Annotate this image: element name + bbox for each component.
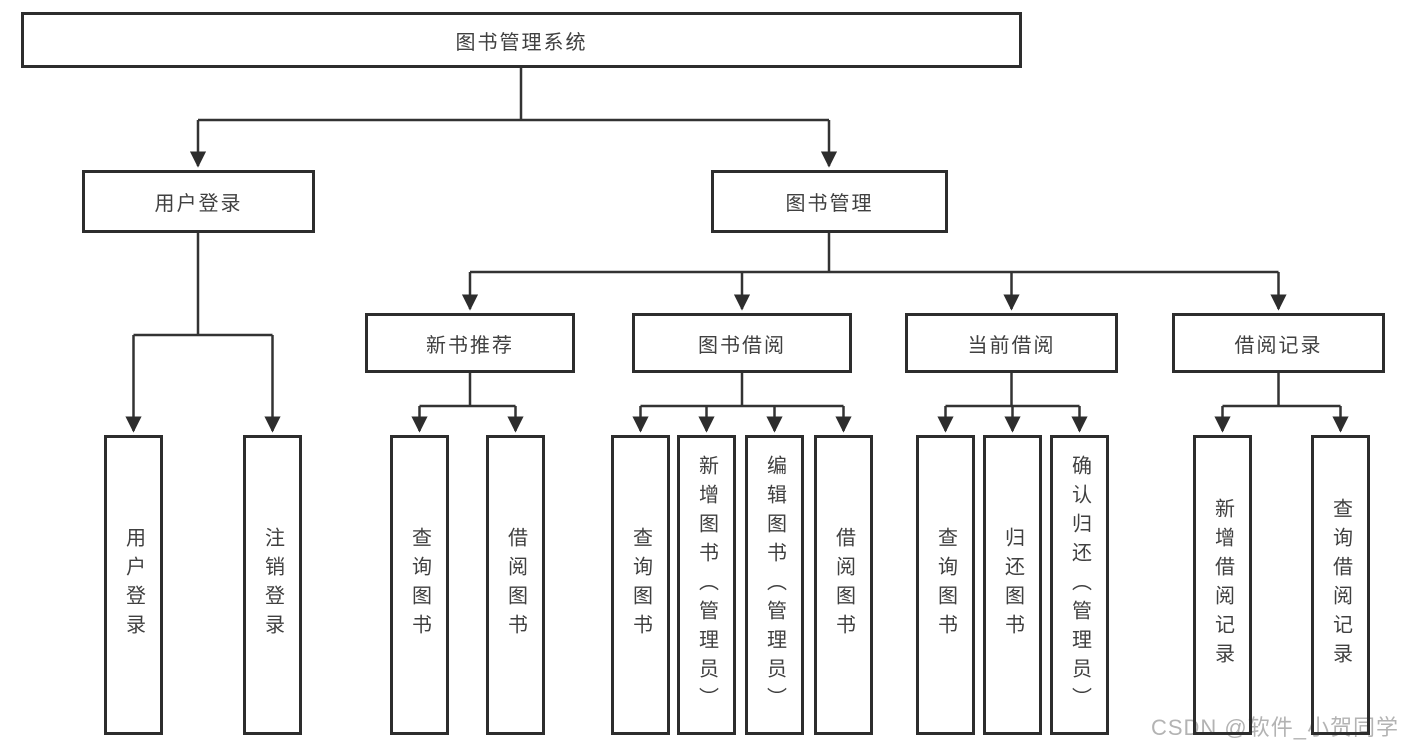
node-current-borrow: 当前借阅 xyxy=(905,313,1118,373)
leaf-return-books: 归还图书 xyxy=(983,435,1042,735)
node-borrow-records: 借阅记录 xyxy=(1172,313,1385,373)
node-new-book-recommend: 新书推荐 xyxy=(365,313,575,373)
leaf-user-login: 用户登录 xyxy=(104,435,163,735)
leaf-add-borrow-record: 新增借阅记录 xyxy=(1193,435,1252,735)
leaf-query-books-current: 查询图书 xyxy=(916,435,975,735)
csdn-watermark: CSDN @软件_小贺同学 xyxy=(1150,715,1399,740)
node-book-management: 图书管理 xyxy=(711,170,948,233)
leaf-query-books-recommend: 查询图书 xyxy=(390,435,449,735)
leaf-borrow-books-recommend: 借阅图书 xyxy=(486,435,545,735)
leaf-add-books-admin: 新增图书（管理员） xyxy=(677,435,736,735)
node-book-borrow: 图书借阅 xyxy=(632,313,852,373)
node-book-management-system: 图书管理系统 xyxy=(21,12,1022,68)
node-user-login: 用户登录 xyxy=(82,170,315,233)
leaf-confirm-return-admin: 确认归还（管理员） xyxy=(1050,435,1109,735)
leaf-edit-books-admin: 编辑图书（管理员） xyxy=(745,435,804,735)
leaf-logout: 注销登录 xyxy=(243,435,302,735)
leaf-borrow-books: 借阅图书 xyxy=(814,435,873,735)
leaf-query-borrow-record: 查询借阅记录 xyxy=(1311,435,1370,735)
leaf-query-books-borrow: 查询图书 xyxy=(611,435,670,735)
